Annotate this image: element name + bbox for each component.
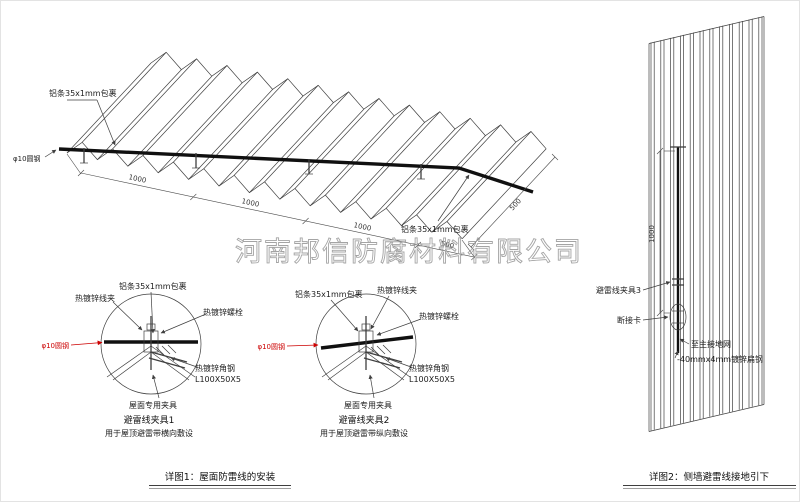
drawing-line — [461, 148, 547, 240]
drawing-line — [355, 111, 441, 202]
caption-fig1-text: 详图1：屋面防雷线的安装 — [165, 471, 276, 483]
drawing-line — [173, 71, 258, 163]
wall-label-ground: 至主接地网 — [691, 339, 731, 349]
caption-fig2-text: 详图2：侧墙避雷线接地引下 — [649, 471, 769, 483]
detail1-label-strip: 铝条35x1mm包裹 — [119, 281, 187, 291]
dim-wall-1000: 1000 — [648, 225, 656, 243]
wall-label-disconnect: 断接卡 — [617, 315, 641, 325]
wall-dimension: 1000 — [648, 147, 675, 317]
drawing-line — [188, 89, 273, 180]
detail2-label-clamp: 热镀锌线夹 — [377, 285, 417, 295]
dim-roof-2: 1000 — [241, 197, 260, 209]
wall-corrugation-lines — [648, 16, 765, 432]
detail2-label-angle: 热镀锌角钢 — [409, 363, 449, 373]
leader-strip-top — [67, 99, 116, 146]
drawing-line — [294, 98, 380, 189]
drawing-line — [112, 58, 197, 150]
drawing-line — [81, 52, 167, 143]
wall-label-clamp3: 避雷线夹具3 — [596, 285, 641, 295]
drawing-line — [279, 108, 365, 200]
wire-clamp-3 — [305, 159, 313, 175]
detail1-label-clamp: 热镀锌线夹 — [75, 293, 115, 303]
detail2-label-angle-spec: L100X50X5 — [409, 375, 455, 384]
roof-corrugation-lines — [66, 51, 547, 240]
dim-roof-side: 500 — [508, 197, 523, 212]
roof-isometric-view: 铝条35x1mm包裹 φ10圆钢 铝条35x1mm包裹 1000 1000 10… — [13, 51, 559, 261]
drawing-line — [416, 124, 501, 216]
drawing-line — [401, 135, 486, 226]
detail1-title: 避雷线夹具1 — [124, 414, 175, 426]
detail-circle-1: 铝条35x1mm包裹 热镀锌线夹 热镀锌螺栓 φ10圆钢 热镀锌角钢 L100X… — [41, 281, 243, 438]
drawing-line — [325, 104, 410, 196]
drawing-line — [97, 69, 182, 160]
roof-dimension-chain: 1000 1000 1000 500 — [66, 153, 478, 261]
disconnect-link-symbol — [669, 303, 687, 331]
drawing-line — [157, 82, 243, 174]
label-roof-strip-top: 铝条35x1mm包裹 — [49, 88, 117, 98]
detail1-label-bolt: 热镀锌螺栓 — [203, 307, 243, 317]
label-roof-rod: φ10圆钢 — [13, 154, 41, 163]
drawing-line — [431, 141, 517, 233]
drawing-line — [127, 75, 213, 167]
dim-roof-3: 1000 — [353, 221, 372, 233]
label-roof-strip-bottom: 铝条35x1mm包裹 — [401, 224, 469, 234]
drawing-line — [142, 65, 228, 156]
wire-clamp-4 — [417, 164, 425, 180]
watermark: 河南邦信防腐材料有限公司 — [235, 237, 583, 268]
wall-view: 1000 避雷线夹具3 断接卡 至主接地网 -40mmx4mm镀锌扁钢 — [596, 16, 765, 432]
drawing-line — [648, 404, 765, 432]
detail2-label-fixture: 屋面专用夹具 — [344, 400, 392, 410]
detail1-label-rod: φ10圆钢 — [41, 341, 69, 350]
wall-clamp-symbol — [672, 278, 684, 286]
wire-clamp-1 — [80, 148, 88, 164]
detail2-subtitle: 用于屋顶避雷带纵向敷设 — [320, 428, 408, 438]
drawing-line — [385, 118, 471, 209]
drawing-line — [648, 16, 765, 44]
detail1-label-fixture: 屋面专用夹具 — [129, 400, 177, 410]
leader-strip-bottom — [437, 174, 470, 222]
detail-circle-2: 铝条35x1mm包裹 热镀锌线夹 热镀锌螺栓 φ10圆钢 热镀锌角钢 L100X… — [257, 285, 459, 438]
drawing-line — [66, 62, 152, 154]
caption-fig1: 详图1：屋面防雷线的安装 — [149, 471, 291, 489]
roof-side-dimension: 500 — [467, 153, 559, 251]
drawing-line — [309, 115, 395, 207]
drawing-line — [66, 141, 463, 240]
detail2-title: 避雷线夹具2 — [339, 414, 390, 426]
lightning-wire — [58, 147, 534, 194]
drawing-line — [218, 95, 304, 187]
dim-roof-1: 1000 — [128, 173, 147, 185]
detail2-label-strip: 铝条35x1mm包裹 — [295, 289, 363, 299]
wall-label-flat-steel: -40mmx4mm镀锌扁钢 — [677, 354, 763, 364]
detail1-label-angle-spec: L100X50X5 — [195, 375, 241, 384]
dim-roof-4: 500 — [440, 240, 455, 251]
drawing-line — [340, 122, 425, 213]
detail2-label-bolt: 热镀锌螺栓 — [419, 311, 459, 321]
leader-rod — [44, 149, 57, 158]
drawing-line — [203, 78, 289, 169]
drawing-line — [249, 102, 334, 193]
detail1-subtitle: 用于屋顶避雷带横向敷设 — [105, 428, 193, 438]
drawing-line — [233, 85, 319, 176]
drawing-line — [370, 128, 456, 220]
drawing-line — [264, 91, 349, 183]
caption-fig2: 详图2：侧墙避雷线接地引下 — [623, 471, 796, 489]
drawing-line — [150, 51, 547, 150]
detail1-label-angle: 热镀锌角钢 — [195, 363, 235, 373]
wire-clamp-2 — [192, 153, 200, 169]
detail2-label-rod: φ10圆钢 — [257, 342, 285, 351]
